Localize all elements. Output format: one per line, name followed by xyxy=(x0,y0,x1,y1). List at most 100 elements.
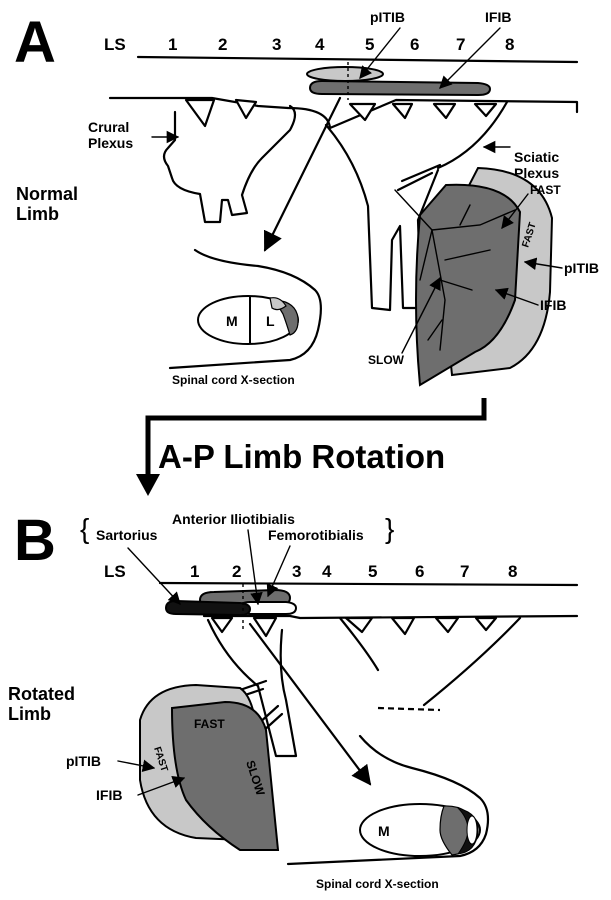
ifib-motor-pool xyxy=(308,79,492,97)
fast-top-label: FAST xyxy=(530,183,561,197)
vertebral-foramen xyxy=(390,616,416,636)
rotated-plexus xyxy=(206,618,298,758)
anterior-iliotibialis-pointer xyxy=(247,529,263,606)
pitib-muscle-label: pITIB xyxy=(564,260,599,276)
ifib-muscle-pointer xyxy=(494,287,539,306)
pitib-label: pITIB xyxy=(370,9,405,25)
panel-a-segment-numbers: 1 2 3 4 5 6 7 8 xyxy=(168,35,514,54)
segment-number: 6 xyxy=(415,562,424,581)
panel-b-ls-label: LS xyxy=(104,562,126,581)
fast-inner-label-b: FAST xyxy=(194,717,225,731)
segment-number: 2 xyxy=(232,562,241,581)
panel-a: A LS 1 2 3 4 5 6 7 8 pITIB IFIB C xyxy=(14,9,599,387)
segment-number: 4 xyxy=(315,35,325,54)
sciatic-plexus-label: Plexus xyxy=(514,165,559,181)
pitib-pointer xyxy=(359,27,401,79)
femorotibialis-pool-section-b xyxy=(466,815,478,845)
vertebral-foramen xyxy=(210,616,234,634)
pitib-muscle-pointer xyxy=(523,257,563,271)
ifib-muscle-b xyxy=(170,700,280,851)
segment-number: 4 xyxy=(322,562,332,581)
vertebral-foramen xyxy=(184,98,216,128)
sciatic-outline-right xyxy=(436,100,509,170)
crural-plexus-label: Plexus xyxy=(88,135,133,151)
spinal-cord-line xyxy=(136,55,579,64)
slow-label: SLOW xyxy=(368,353,405,367)
normal-limb-label: Limb xyxy=(16,204,59,224)
sciatic-label: Sciatic xyxy=(514,149,559,165)
segment-number: 1 xyxy=(190,562,199,581)
segment-number: 1 xyxy=(168,35,177,54)
spinal-cord-line-b xyxy=(158,581,579,587)
crural-label: Crural xyxy=(88,119,129,135)
anterior-iliotibialis-label: Anterior Iliotibialis xyxy=(172,511,295,527)
segment-number: 8 xyxy=(508,562,517,581)
segment-number: 3 xyxy=(292,562,301,581)
nerve-cut-mark xyxy=(400,163,442,183)
vertebral-foramen xyxy=(252,616,278,638)
segment-number: 3 xyxy=(272,35,281,54)
ifib-label: IFIB xyxy=(485,9,511,25)
panel-a-letter: A xyxy=(14,10,56,75)
vertebral-foramen xyxy=(432,102,457,120)
cord-l-label: L xyxy=(266,313,275,329)
cord-outline-b xyxy=(286,734,490,866)
rotation-arrowhead xyxy=(136,474,160,496)
rotation-arrow-group: A-P Limb Rotation xyxy=(136,398,487,496)
vertebral-foramen xyxy=(344,616,374,634)
ifib-label-b: IFIB xyxy=(96,787,122,803)
spinal-column-outline xyxy=(108,96,579,130)
nerve-branch xyxy=(394,189,446,351)
intramuscular-nerve-branches xyxy=(394,189,516,351)
normal-label: Normal xyxy=(16,184,78,204)
nerve-cut-mark xyxy=(396,171,434,192)
segment-number: 5 xyxy=(368,562,377,581)
segment-number: 7 xyxy=(460,562,469,581)
slow-pointer xyxy=(401,276,441,354)
vertebral-foramen xyxy=(434,616,460,634)
nerve-branch xyxy=(439,279,473,291)
nerve-branch xyxy=(427,319,443,341)
cord-caption-b: Spinal cord X-section xyxy=(316,877,439,891)
vertebral-foramen xyxy=(473,102,498,118)
transected-cord-marker xyxy=(377,706,441,712)
segment-number: 2 xyxy=(218,35,227,54)
ifib-pointer xyxy=(439,27,501,89)
femorotibialis-pointer xyxy=(266,545,291,598)
nerve-branch xyxy=(459,204,471,226)
ifib-muscle-label: IFIB xyxy=(540,297,566,313)
segment-number: 8 xyxy=(505,35,514,54)
vertebral-foramen xyxy=(391,102,414,120)
panel-b: B { } Sartorius Anterior Iliotibialis Fe… xyxy=(8,508,579,891)
segment-number: 6 xyxy=(410,35,419,54)
segment-number: 7 xyxy=(456,35,465,54)
cord-section-arrow-b xyxy=(248,622,372,786)
pitib-pool-section xyxy=(269,297,287,311)
cord-outline-a xyxy=(168,248,322,370)
vertebral-foramen xyxy=(474,616,498,632)
vertebral-foramen xyxy=(234,98,258,120)
panel-a-ls-label: LS xyxy=(104,35,126,54)
pitib-motor-pool xyxy=(306,66,384,82)
nerve-branch xyxy=(419,229,433,281)
nerve-branch xyxy=(431,209,516,231)
crural-plexus xyxy=(162,104,297,224)
rotated-limb-label: Limb xyxy=(8,704,51,724)
cord-section-arrow xyxy=(263,96,342,252)
brace-open: { xyxy=(80,513,89,544)
cord-m-label-b: M xyxy=(378,823,390,839)
cord-lower-right-b xyxy=(422,616,522,707)
nerve-cut-mark xyxy=(238,679,268,692)
cord-caption-a: Spinal cord X-section xyxy=(172,373,295,387)
brace-close: } xyxy=(385,513,394,544)
nerve-branch xyxy=(444,249,491,261)
rotated-label: Rotated xyxy=(8,684,75,704)
femorotibialis-label: Femorotibialis xyxy=(268,527,364,543)
pitib-pointer-b xyxy=(117,759,156,773)
panel-b-letter: B xyxy=(14,508,56,573)
rotation-title: A-P Limb Rotation xyxy=(158,438,445,475)
fast-top-pointer xyxy=(501,193,529,230)
sciatic-plexus xyxy=(324,123,440,312)
pitib-label-b: pITIB xyxy=(66,753,101,769)
